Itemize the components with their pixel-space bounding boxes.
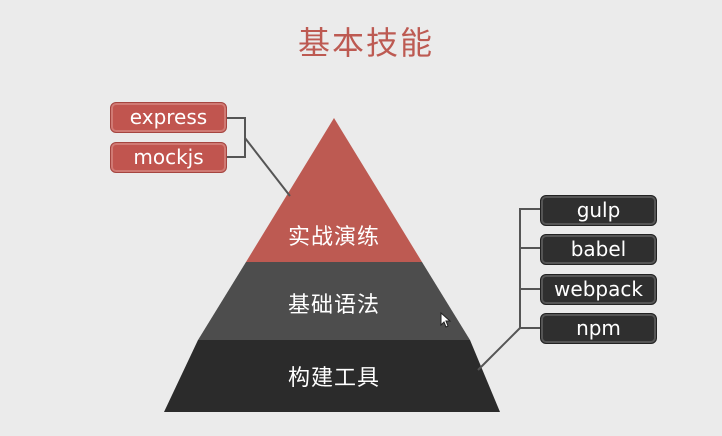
layer-label-syntax: 基础语法 (287, 293, 380, 318)
tag-npm: npm (540, 313, 657, 344)
mouse-cursor-icon (440, 312, 452, 328)
slide-title: 基本技能 (297, 24, 434, 62)
tag-gulp: gulp (540, 195, 657, 226)
tag-babel: babel (540, 234, 657, 265)
right-connector (477, 208, 540, 371)
pyramid-layer-top (246, 118, 422, 262)
tag-webpack: webpack (540, 274, 657, 305)
left-connector (227, 117, 291, 197)
layer-label-build-tools: 构建工具 (287, 366, 380, 391)
layer-label-practice: 实战演练 (287, 225, 380, 250)
tag-express: express (110, 102, 227, 133)
pyramid-layer-middle (198, 262, 470, 340)
pyramid-layer-bottom (164, 340, 500, 412)
tag-mockjs: mockjs (110, 142, 227, 173)
